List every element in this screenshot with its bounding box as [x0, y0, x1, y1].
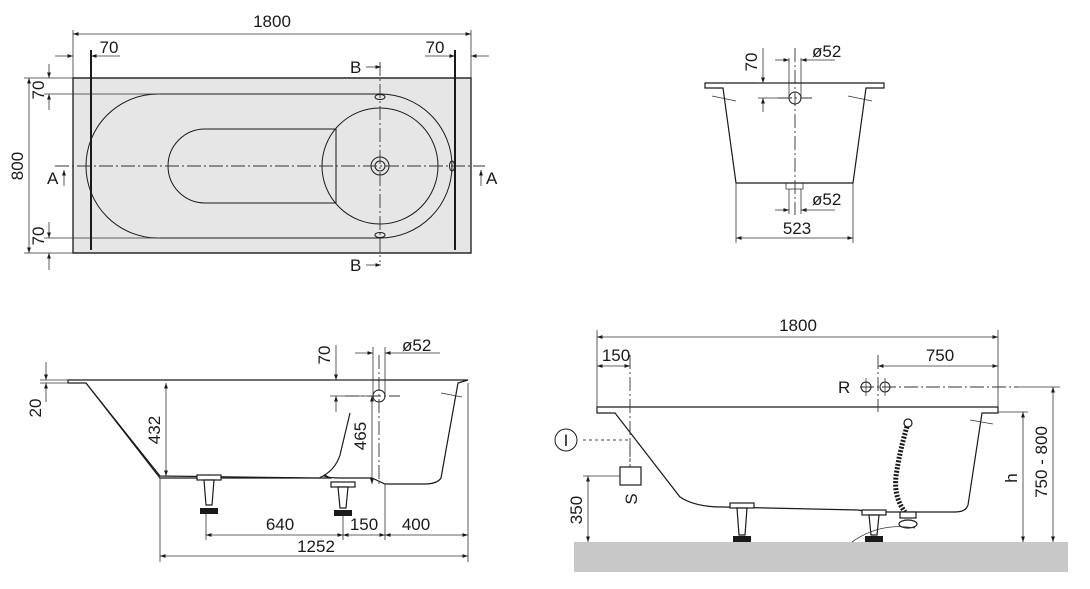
section-b-top: B: [350, 58, 361, 77]
dim-bottom-offset: 70: [29, 227, 48, 246]
a-rim-thickness: 20: [26, 399, 45, 418]
a-overflow-diameter: ø52: [402, 336, 431, 355]
a-foot-spacing: 640: [266, 515, 294, 534]
dim-width: 800: [8, 152, 27, 180]
section-a-view: 20 432 70 ø52 465 640 150 400 1252: [26, 336, 469, 562]
install-foot-right: [861, 509, 887, 542]
a-foot-drain-gap: 150: [350, 515, 378, 534]
tap-offset: 150: [602, 346, 630, 365]
height-range: 750 - 800: [1032, 426, 1051, 498]
dim-right-margin: 70: [426, 38, 445, 57]
b-overflow-offset: 70: [742, 53, 761, 72]
b-overflow-diameter: ø52: [812, 42, 841, 61]
overflow-bottom: [374, 232, 386, 238]
install-total-length: 1800: [779, 316, 817, 335]
dim-top-offset: 70: [29, 81, 48, 100]
top-view: 1800 70 70 800 70 70 A A B B: [8, 12, 498, 275]
info-symbol: I: [564, 431, 569, 450]
tub-plan-outline: [72, 77, 472, 254]
drain-hose: [893, 422, 911, 514]
drain-offset: 750: [926, 346, 954, 365]
b-base-width: 523: [783, 219, 811, 238]
floor: [574, 542, 1068, 572]
backrest-recess: [167, 128, 337, 204]
section-b-bottom: B: [350, 256, 361, 275]
a-drain-to-end: 400: [402, 515, 430, 534]
section-a-left: A: [47, 169, 59, 188]
floor-height: 350: [567, 496, 586, 524]
foot-right: [330, 481, 356, 516]
height-label: h: [1002, 473, 1021, 482]
dim-total-length: 1800: [253, 12, 291, 31]
install-foot-left: [729, 502, 755, 542]
a-base-length: 1252: [297, 537, 335, 556]
siphon-box: [619, 466, 642, 486]
dim-left-margin: 70: [100, 38, 119, 57]
section-b-view: 70 ø52 ø52 523: [704, 42, 885, 243]
a-inner-depth: 432: [145, 416, 164, 444]
a-drain-depth: 465: [351, 422, 370, 450]
a-overflow-offset: 70: [315, 346, 334, 365]
info-symbol-circle: [554, 428, 578, 452]
installation-view: S I 350 1800 150 750 R h: [554, 316, 1068, 572]
siphon-label: S: [622, 493, 641, 504]
overflow-label: R: [838, 378, 850, 397]
b-drain-diameter: ø52: [812, 190, 841, 209]
foot-left: [196, 474, 222, 514]
section-a-right: A: [486, 169, 498, 188]
installed-tub: [596, 406, 999, 513]
